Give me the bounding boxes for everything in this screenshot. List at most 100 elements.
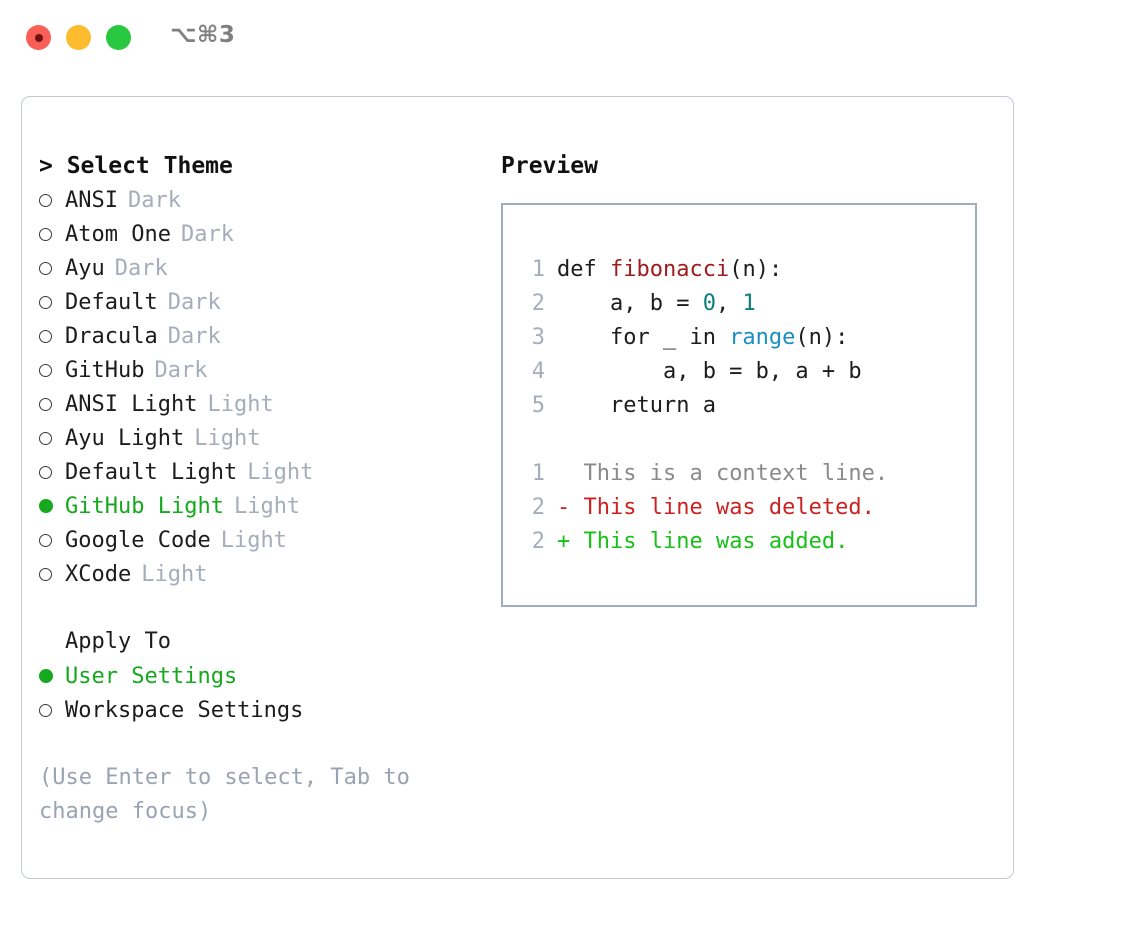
radio-empty-icon[interactable] [39, 353, 65, 387]
code-line: 4 a, b = b, a + b [515, 355, 888, 389]
apply-to-row[interactable]: Workspace Settings [39, 693, 479, 727]
radio-empty-icon[interactable] [39, 557, 65, 591]
line-number: 4 [531, 359, 545, 384]
radio-dot [39, 533, 52, 547]
theme-category-tag: Light [247, 459, 314, 485]
code-token: for _ in [557, 325, 730, 350]
code-token: (n): [729, 257, 783, 282]
diff-marker: - [557, 495, 571, 520]
theme-name: GitHub [65, 357, 145, 383]
theme-category-tag: Dark [167, 323, 221, 349]
theme-row[interactable]: ANSI Light Light [39, 387, 479, 421]
diff-text: This line was added. [570, 529, 849, 554]
theme-name: Atom One [65, 221, 171, 247]
theme-name: Ayu [65, 255, 105, 281]
theme-row[interactable]: Ayu Dark [39, 251, 479, 285]
theme-category-tag: Light [194, 425, 261, 451]
code-token: def [557, 257, 610, 282]
theme-row[interactable]: GitHub Light Light [39, 489, 479, 523]
radio-dot [39, 227, 52, 241]
theme-name: Dracula [65, 323, 158, 349]
radio-empty-icon[interactable] [39, 693, 65, 727]
line-number: 3 [531, 325, 545, 350]
code-token: (n): [795, 325, 849, 350]
radio-dot [39, 567, 52, 581]
radio-empty-icon[interactable] [39, 319, 65, 353]
radio-empty-icon[interactable] [39, 217, 65, 251]
code-line: 3 for _ in range(n): [515, 321, 888, 355]
apply-to-row[interactable]: User Settings [39, 659, 479, 693]
theme-row[interactable]: Atom One Dark [39, 217, 479, 251]
theme-name: Default [65, 289, 158, 315]
diff-line: 2- This line was deleted. [515, 491, 888, 525]
theme-name: Ayu Light [65, 425, 185, 451]
theme-category-tag: Dark [180, 221, 234, 247]
radio-dot [39, 261, 52, 275]
diff-text: This line was deleted. [570, 495, 875, 520]
theme-category-tag: Light [233, 494, 301, 519]
line-number: 2 [531, 529, 545, 554]
radio-dot [39, 465, 52, 479]
theme-category-tag: Dark [167, 289, 221, 315]
code-token: a, b = [557, 291, 703, 316]
select-theme-heading: > Select Theme [39, 153, 233, 179]
theme-category-tag: Dark [127, 187, 181, 213]
radio-dot [39, 703, 52, 717]
theme-name: GitHub Light [65, 494, 224, 519]
code-line: 2 a, b = 0, 1 [515, 287, 888, 321]
section-spacer [39, 591, 479, 625]
radio-dot [39, 295, 52, 309]
diff-line: 2+ This line was added. [515, 525, 888, 559]
radio-empty-icon[interactable] [39, 183, 65, 217]
theme-row[interactable]: ANSI Dark [39, 183, 479, 217]
code-blank-line [515, 423, 888, 457]
theme-row[interactable]: Default Light Light [39, 455, 479, 489]
radio-empty-icon[interactable] [39, 421, 65, 455]
line-number: 2 [531, 495, 545, 520]
diff-line: 1 This is a context line. [515, 457, 888, 491]
theme-category-tag: Light [207, 391, 274, 417]
radio-dot [39, 499, 53, 513]
theme-name: Default Light [65, 459, 238, 485]
theme-row[interactable]: Default Dark [39, 285, 479, 319]
radio-dot [39, 329, 52, 343]
radio-dot [39, 669, 53, 683]
radio-selected-icon[interactable] [39, 659, 65, 693]
code-token: 0 [702, 291, 716, 316]
theme-category-tag: Light [220, 527, 287, 553]
theme-row[interactable]: Ayu Light Light [39, 421, 479, 455]
close-button[interactable] [26, 25, 51, 50]
apply-to-label: User Settings [65, 664, 238, 689]
theme-row[interactable]: Dracula Dark [39, 319, 479, 353]
radio-empty-icon[interactable] [39, 523, 65, 557]
radio-selected-icon[interactable] [39, 489, 65, 523]
radio-empty-icon[interactable] [39, 251, 65, 285]
apply-to-heading: Apply To [65, 629, 171, 654]
diff-marker [557, 457, 570, 491]
radio-empty-icon[interactable] [39, 455, 65, 489]
theme-category-tag: Dark [114, 255, 168, 281]
code-token: return a [557, 393, 716, 418]
maximize-button[interactable] [106, 25, 131, 50]
theme-name: ANSI [65, 187, 118, 213]
radio-empty-icon[interactable] [39, 387, 65, 421]
apply-to-label: Workspace Settings [65, 697, 304, 723]
theme-name: ANSI Light [65, 391, 198, 417]
radio-empty-icon[interactable] [39, 285, 65, 319]
diff-text: This is a context line. [570, 461, 889, 486]
code-line: 5 return a [515, 389, 888, 423]
minimize-button[interactable] [66, 25, 91, 50]
theme-name: XCode [65, 561, 132, 587]
